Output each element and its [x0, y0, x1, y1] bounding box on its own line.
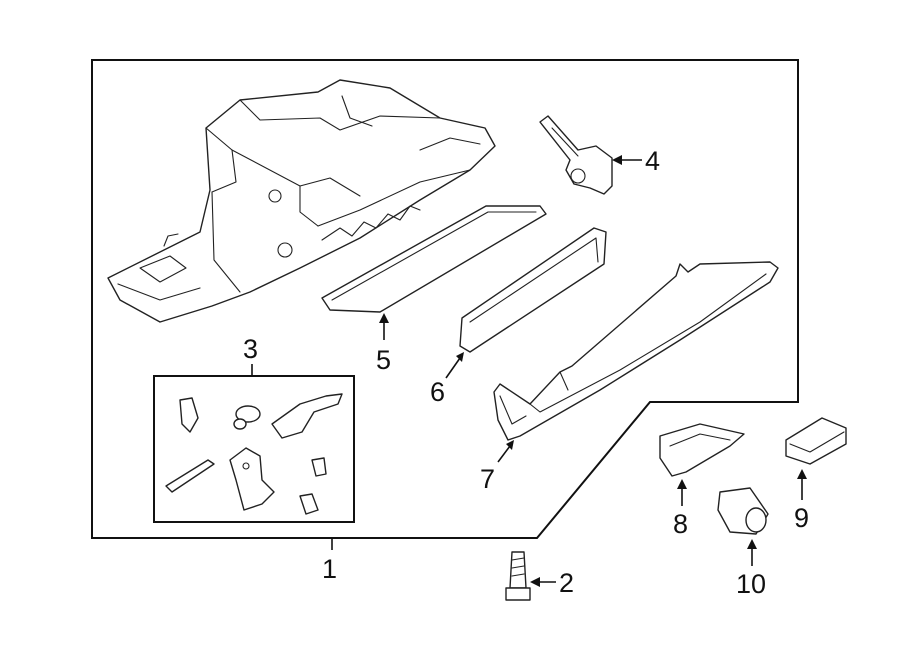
callout-9: 9 [794, 503, 809, 533]
callout-2: 2 [559, 568, 574, 598]
callout-3: 3 [243, 334, 258, 364]
glove-box-housing [107, 79, 496, 323]
trim-panel-part-5 [321, 205, 547, 313]
assembly-frame [91, 59, 799, 539]
latch-part-8 [659, 423, 745, 477]
callout-4: 4 [645, 146, 660, 176]
bolt-part-2 [505, 551, 531, 601]
callout-1: 1 [322, 554, 337, 584]
glove-box-door-part-7 [493, 261, 779, 441]
callout-7: 7 [480, 464, 495, 494]
leader-lines [251, 155, 807, 587]
hardware-kit-part-3 [153, 375, 355, 523]
hardware-kit-box [153, 375, 355, 523]
switch-part-9 [785, 417, 847, 465]
callout-8: 8 [673, 509, 688, 539]
damper-part-4 [539, 115, 613, 195]
lock-cylinder-part-10 [717, 487, 769, 535]
callout-10: 10 [736, 569, 766, 599]
callout-5: 5 [376, 345, 391, 375]
insulator-part-6 [459, 227, 607, 353]
callout-6: 6 [430, 377, 445, 407]
